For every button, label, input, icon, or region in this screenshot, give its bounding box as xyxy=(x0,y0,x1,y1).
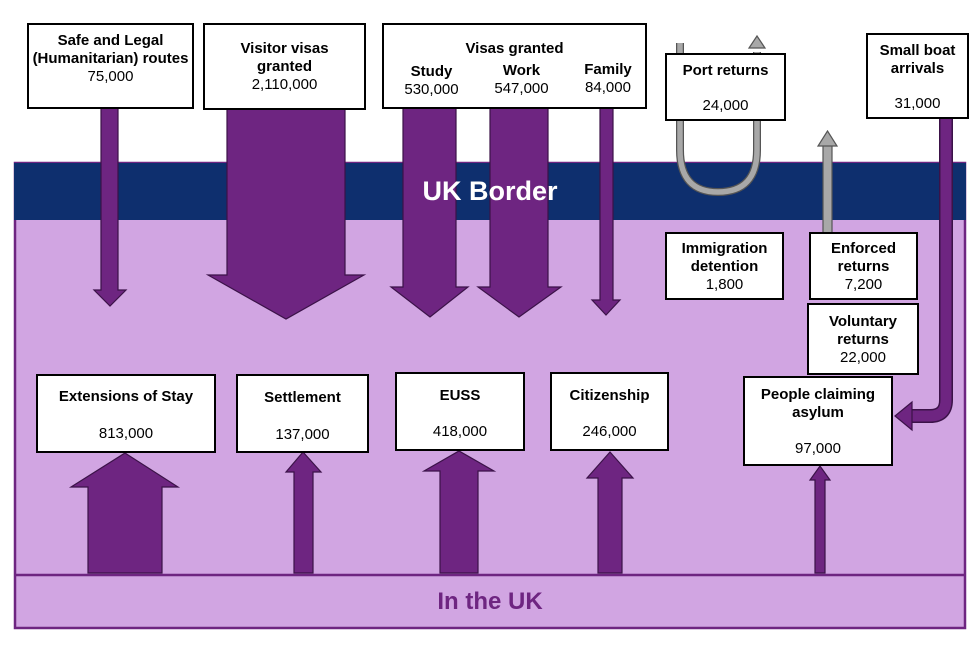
euss-box: EUSS 418,000 xyxy=(395,372,525,451)
family-visas-arrow xyxy=(590,107,622,316)
euss-arrow xyxy=(421,450,497,574)
settlement-value: 137,000 xyxy=(275,426,330,443)
enforced-returns-arrowhead xyxy=(816,129,839,147)
study-value: 530,000 xyxy=(404,81,459,98)
citizenship-box: Citizenship 246,000 xyxy=(550,372,669,451)
settlement-arrow xyxy=(284,451,323,574)
in-the-uk-label: In the UK xyxy=(437,588,543,615)
small-boat-arrivals-value: 31,000 xyxy=(894,95,941,112)
citizenship-label: Citizenship xyxy=(569,387,650,404)
family-value: 84,000 xyxy=(585,79,631,96)
extensions-of-stay-label: Extensions of Stay xyxy=(58,388,194,405)
settlement-box: Settlement 137,000 xyxy=(236,374,369,453)
citizenship-arrow xyxy=(585,451,635,574)
port-returns-value: 24,000 xyxy=(702,97,749,114)
study-visas-arrow xyxy=(389,107,470,318)
work-visas-arrow xyxy=(476,107,563,318)
immigration-detention-label: Immigration detention xyxy=(681,240,768,275)
enforced-returns-label: Enforced returns xyxy=(830,240,896,275)
visitor-visas-value: 2,110,000 xyxy=(251,76,318,93)
extensions-of-stay-value: 813,000 xyxy=(98,425,154,442)
small-boat-arrivals-box: Small boat arrivals 31,000 xyxy=(866,33,969,119)
asylum-claims-label: People claiming asylum xyxy=(760,386,876,421)
extensions-arrow xyxy=(68,452,181,574)
asylum-claims-box: People claiming asylum 97,000 xyxy=(743,376,893,466)
citizenship-value: 246,000 xyxy=(582,423,637,440)
study-column: Study 530,000 xyxy=(394,63,469,99)
visas-granted-box: Visas granted Study 530,000 Work 547,000… xyxy=(382,23,647,109)
enforced-returns-value: 7,200 xyxy=(844,276,883,293)
port-returns-label: Port returns xyxy=(682,62,769,79)
port-returns-arrowhead xyxy=(747,34,767,49)
extensions-of-stay-box: Extensions of Stay 813,000 xyxy=(36,374,216,453)
voluntary-returns-value: 22,000 xyxy=(840,349,886,366)
voluntary-returns-box: Voluntary returns 22,000 xyxy=(807,303,919,375)
work-column: Work 547,000 xyxy=(484,62,559,98)
study-label: Study xyxy=(410,63,453,80)
euss-value: 418,000 xyxy=(432,423,488,440)
work-value: 547,000 xyxy=(494,80,549,97)
port-returns-box: Port returns 24,000 xyxy=(665,53,786,121)
visas-granted-title: Visas granted xyxy=(465,40,564,57)
settlement-label: Settlement xyxy=(264,389,341,406)
immigration-detention-value: 1,800 xyxy=(705,276,744,293)
uk-border-label: UK Border xyxy=(422,176,558,206)
euss-label: EUSS xyxy=(439,387,481,404)
visitor-visas-box: Visitor visas granted 2,110,000 xyxy=(203,23,366,110)
safe-legal-arrow xyxy=(92,107,128,307)
asylum-claims-value: 97,000 xyxy=(795,440,841,457)
family-label: Family xyxy=(584,61,632,78)
small-boat-arrowhead xyxy=(894,400,913,432)
safe-legal-routes-label: Safe and Legal (Humanitarian) routes xyxy=(32,32,189,67)
work-label: Work xyxy=(502,62,541,79)
family-column: Family 84,000 xyxy=(572,61,644,97)
visitor-visas-arrow xyxy=(205,107,367,320)
asylum-arrow xyxy=(808,464,832,574)
enforced-returns-box: Enforced returns 7,200 xyxy=(809,232,918,300)
voluntary-returns-label: Voluntary returns xyxy=(828,313,898,348)
immigration-detention-box: Immigration detention 1,800 xyxy=(665,232,784,300)
small-boat-arrivals-label: Small boat arrivals xyxy=(879,42,956,77)
safe-legal-routes-value: 75,000 xyxy=(87,68,134,85)
safe-legal-routes-box: Safe and Legal (Humanitarian) routes 75,… xyxy=(27,23,194,109)
visitor-visas-label: Visitor visas granted xyxy=(240,40,329,75)
